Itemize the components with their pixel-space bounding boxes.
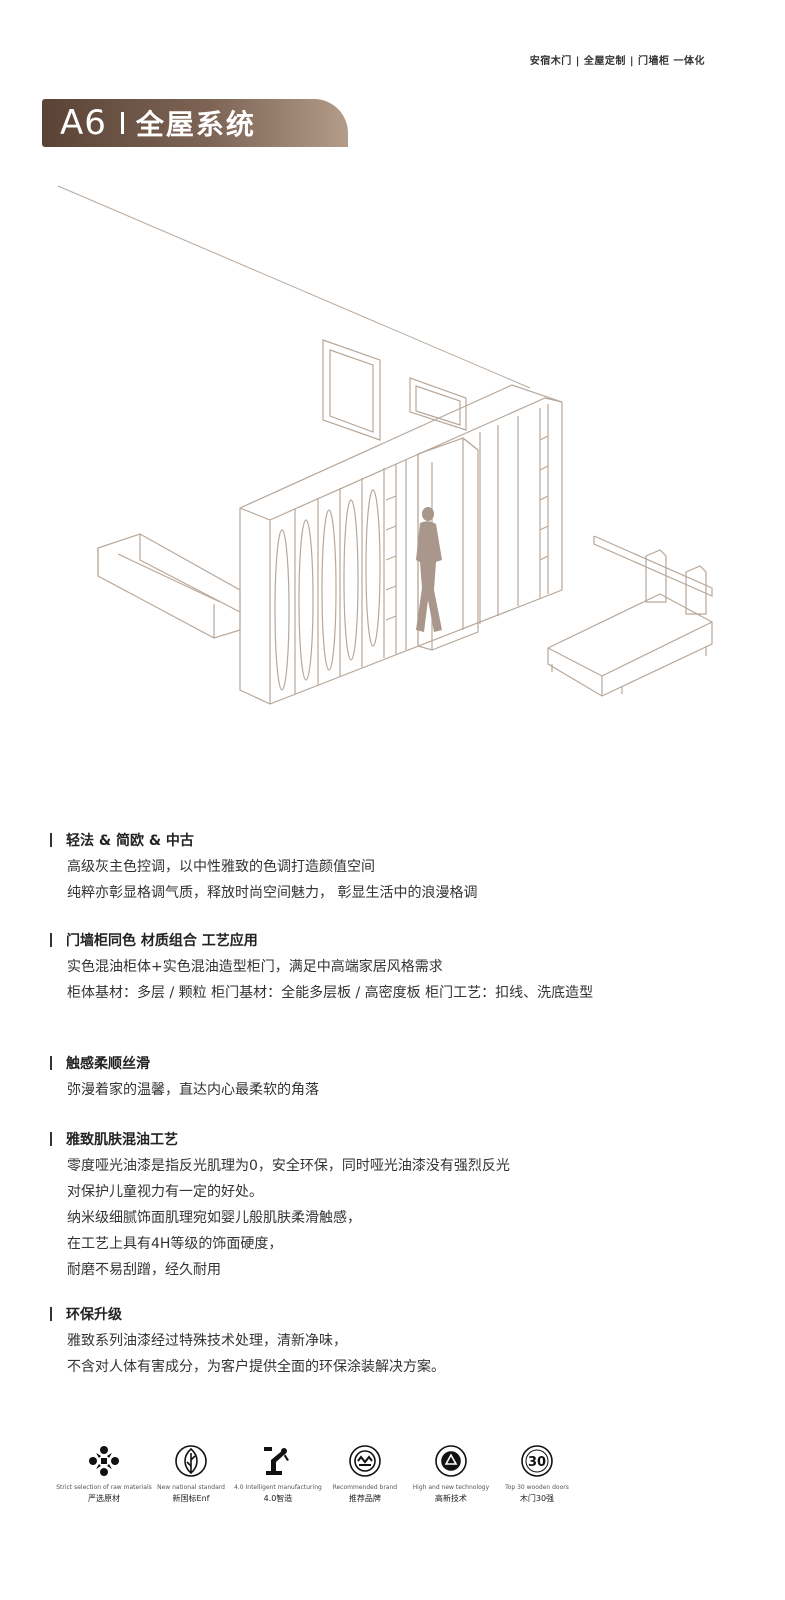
feature-raw-materials: Strict selection of raw materials 严选原材 [56, 1444, 152, 1504]
heading-bar [50, 833, 52, 847]
room-illustration [57, 185, 713, 705]
tech-icon [435, 1445, 467, 1477]
section-line: 柜体基材：多层 / 颗粒 柜门基材：全能多层板 / 高密度板 柜门工艺：扣线、洗… [67, 985, 594, 1001]
section-touch: 触感柔顺丝滑 弥漫着家的温馨，直达内心最柔软的角落 [50, 1053, 750, 1099]
section-heading: 轻法 & 简欧 & 中古 [66, 833, 194, 849]
section-line: 实色混油柜体+实色混油造型柜门，满足中高端家居风格需求 [67, 959, 443, 975]
badge-title: 全屋系统 [135, 108, 256, 141]
cabinet-wall [239, 384, 563, 705]
person-silhouette [416, 507, 442, 632]
section-line: 高级灰主色控调，以中性雅致的色调打造颜值空间 [67, 859, 375, 875]
section-line: 弥漫着家的温馨，直达内心最柔软的角落 [67, 1082, 319, 1098]
leaf-icon [175, 1445, 207, 1477]
section-style: 轻法 & 简欧 & 中古 高级灰主色控调，以中性雅致的色调打造颜值空间 纯粹亦彰… [50, 830, 750, 902]
section-heading: 门墙柜同色 材质组合 工艺应用 [66, 933, 258, 949]
brand-seal-icon [349, 1445, 381, 1477]
section-heading: 触感柔顺丝滑 [66, 1056, 150, 1072]
badge-code: A6 [60, 103, 107, 143]
robot-arm-icon [263, 1447, 289, 1475]
section-eco: 环保升级 雅致系列油漆经过特殊技术处理，清新净味， 不含对人体有害成分，为客户提… [50, 1304, 750, 1376]
top30-icon: 30 [521, 1445, 553, 1477]
heading-bar [50, 1132, 52, 1146]
heading-bar [50, 933, 52, 947]
section-line: 纳米级细腻饰面肌理宛如婴儿般肌肤柔滑触感， [67, 1210, 361, 1226]
section-finish: 雅致肌肤混油工艺 零度哑光油漆是指反光肌理为0，安全环保，同时哑光油漆没有强烈反… [50, 1129, 750, 1279]
section-materials: 门墙柜同色 材质组合 工艺应用 实色混油柜体+实色混油造型柜门，满足中高端家居风… [50, 930, 750, 1002]
heading-bar [50, 1307, 52, 1321]
raw-materials-icon [89, 1446, 119, 1476]
feature-national-standard: New national standard 新国标Enf [148, 1444, 234, 1504]
section-line: 不含对人体有害成分，为客户提供全面的环保涂装解决方案。 [67, 1359, 445, 1375]
section-line: 雅致系列油漆经过特殊技术处理，清新净味， [67, 1333, 347, 1349]
section-line: 耐磨不易刮蹭，经久耐用 [67, 1262, 221, 1278]
feature-manufacturing: 4.0 Intelligent manufacturing 4.0智造 [234, 1444, 322, 1504]
bed-outline [547, 535, 713, 697]
feature-technology: High and new technology 高新技术 [408, 1444, 494, 1504]
brand-tagline: 安宿木门 | 全屋定制 | 门墙柜 一体化 [529, 56, 705, 67]
feature-top30: 30 Top 30 wooden doors 木门30强 [494, 1444, 580, 1504]
section-line: 纯粹亦彰显格调气质，释放时尚空间魅力， 彰显生活中的浪漫格调 [67, 885, 478, 901]
svg-text:30: 30 [528, 1455, 546, 1470]
section-line: 零度哑光油漆是指反光肌理为0，安全环保，同时哑光油漆没有强烈反光 [67, 1158, 510, 1174]
wall-frame-left [322, 339, 381, 441]
section-heading: 雅致肌肤混油工艺 [66, 1132, 178, 1148]
section-heading: 环保升级 [66, 1307, 122, 1323]
sofa-outline [97, 533, 241, 639]
section-line: 在工艺上具有4H等级的饰面硬度， [67, 1236, 283, 1252]
badge-divider [120, 112, 124, 134]
section-line: 对保护儿童视力有一定的好处。 [67, 1184, 263, 1200]
wall-frame-right [409, 377, 467, 431]
section-badge: A6 全屋系统 [42, 99, 348, 147]
feature-brand: Recommended brand 推荐品牌 [322, 1444, 408, 1504]
heading-bar [50, 1056, 52, 1070]
feature-icons: Strict selection of raw materials 严选原材 N… [56, 1444, 580, 1504]
